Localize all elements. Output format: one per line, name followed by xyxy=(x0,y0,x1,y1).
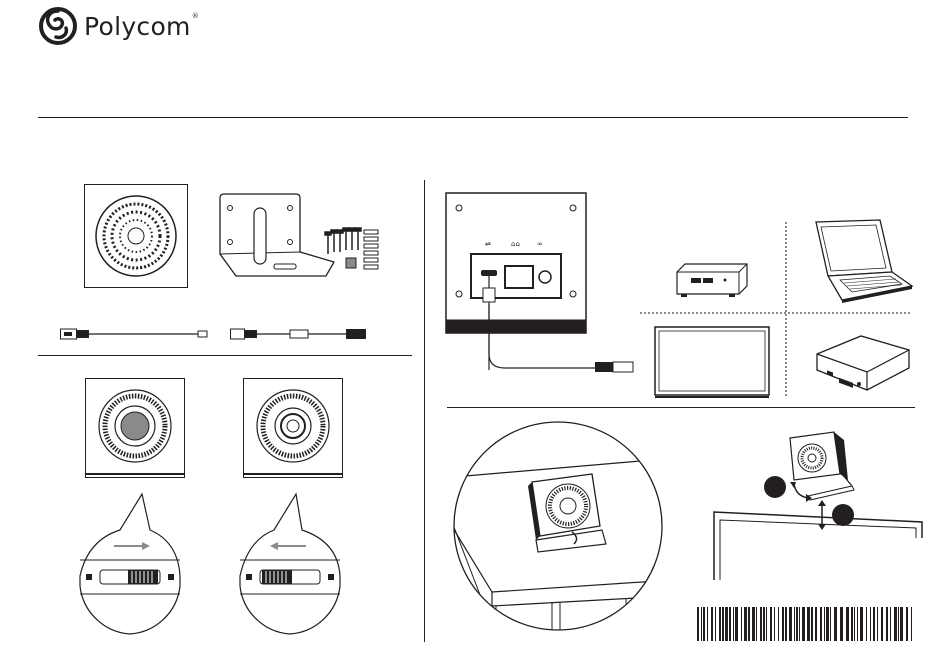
brand-name: Polycom® xyxy=(84,12,199,41)
barcode-bar xyxy=(866,607,867,641)
barcode-bar xyxy=(703,607,705,641)
barcode-bar xyxy=(811,607,813,641)
barcode-bar xyxy=(735,607,738,641)
barcode-bar xyxy=(906,607,908,641)
laptop-icon xyxy=(806,218,914,304)
svg-text:∞: ∞ xyxy=(537,240,543,248)
barcode-bar xyxy=(820,607,822,641)
monitor-icon xyxy=(654,326,770,400)
barcode-bar xyxy=(782,607,784,641)
screws-and-anchors-icon xyxy=(322,228,382,272)
barcode-bar xyxy=(725,607,728,641)
barcode-bar xyxy=(900,607,903,641)
right-section-divider xyxy=(447,407,915,408)
barcode-bar xyxy=(707,607,708,641)
trademark-mark: ® xyxy=(192,12,199,20)
barcode-bar xyxy=(733,607,734,641)
barcode-bar xyxy=(722,607,724,641)
barcode-bar xyxy=(898,607,899,641)
barcode-bar xyxy=(799,607,800,641)
usb-cable-icon xyxy=(60,326,210,342)
usb-extension-cable-icon xyxy=(230,326,370,342)
barcode-bar xyxy=(824,607,825,641)
barcode-bar xyxy=(894,607,897,641)
barcode-bar xyxy=(911,607,912,641)
device-grid-divider-h xyxy=(640,312,910,314)
barcode-bar xyxy=(778,607,779,641)
barcode-bar xyxy=(748,607,750,641)
barcode-bar xyxy=(846,607,849,641)
lens-open-icon xyxy=(243,378,343,478)
set-top-box-icon xyxy=(815,332,911,394)
barcode-bar xyxy=(741,607,742,641)
barcode-bar xyxy=(701,607,702,641)
polycom-swirl-icon xyxy=(38,6,78,46)
barcode-bar xyxy=(830,607,831,641)
barcode-bar xyxy=(729,607,731,641)
barcode-bar xyxy=(789,607,792,641)
barcode-bar xyxy=(877,607,878,641)
barcode-bar xyxy=(711,607,713,641)
monitor-clip-mount-icon xyxy=(708,428,930,588)
left-section-divider xyxy=(38,355,412,356)
shutter-slide-left-callout xyxy=(238,490,342,640)
device-grid-divider-v xyxy=(785,222,787,396)
barcode-bar xyxy=(807,607,810,641)
mini-pc-icon xyxy=(675,262,749,298)
lens-covered-icon xyxy=(85,378,185,478)
barcode-bar xyxy=(719,607,721,641)
barcode-bar xyxy=(890,607,891,641)
barcode-bar xyxy=(794,607,795,641)
camera-back-panel-icon: ⇌ ⌂⌂ ∞ xyxy=(445,192,635,372)
tabletop-mount-icon xyxy=(452,420,664,642)
barcode-bar xyxy=(756,607,757,641)
barcode-bar xyxy=(834,607,837,641)
barcode-bar xyxy=(763,607,765,641)
barcode-bar xyxy=(873,607,875,641)
step-1-marker xyxy=(764,476,786,498)
barcode-bar xyxy=(802,607,805,641)
barcode-bar xyxy=(744,607,747,641)
barcode-bar xyxy=(715,607,716,641)
column-divider xyxy=(424,180,425,642)
brand-header: Polycom® xyxy=(38,4,199,48)
barcode-bar xyxy=(815,607,817,641)
barcode-bar xyxy=(752,607,755,641)
barcode-bar xyxy=(870,607,871,641)
step-2-marker xyxy=(832,504,854,526)
barcode-bar xyxy=(785,607,787,641)
svg-text:⌂⌂: ⌂⌂ xyxy=(511,240,520,248)
svg-text:⇌: ⇌ xyxy=(485,240,491,248)
barcode-bar xyxy=(760,607,762,641)
barcode-bar xyxy=(854,607,855,641)
barcode-icon xyxy=(697,607,917,641)
barcode-bar xyxy=(840,607,843,641)
barcode-bar xyxy=(770,607,772,641)
barcode-bar xyxy=(766,607,767,641)
barcode-bar xyxy=(860,607,863,641)
barcode-bar xyxy=(796,607,798,641)
barcode-bar xyxy=(857,607,858,641)
barcode-bar xyxy=(881,607,883,641)
barcode-bar xyxy=(826,607,829,641)
speaker-puck-icon xyxy=(84,184,188,288)
header-divider xyxy=(38,117,908,118)
barcode-bar xyxy=(697,607,699,641)
shutter-slide-right-callout xyxy=(78,490,182,640)
wall-mount-bracket-icon xyxy=(216,192,334,288)
barcode-bar xyxy=(886,607,888,641)
barcode-bar xyxy=(851,607,853,641)
barcode-bar xyxy=(774,607,775,641)
